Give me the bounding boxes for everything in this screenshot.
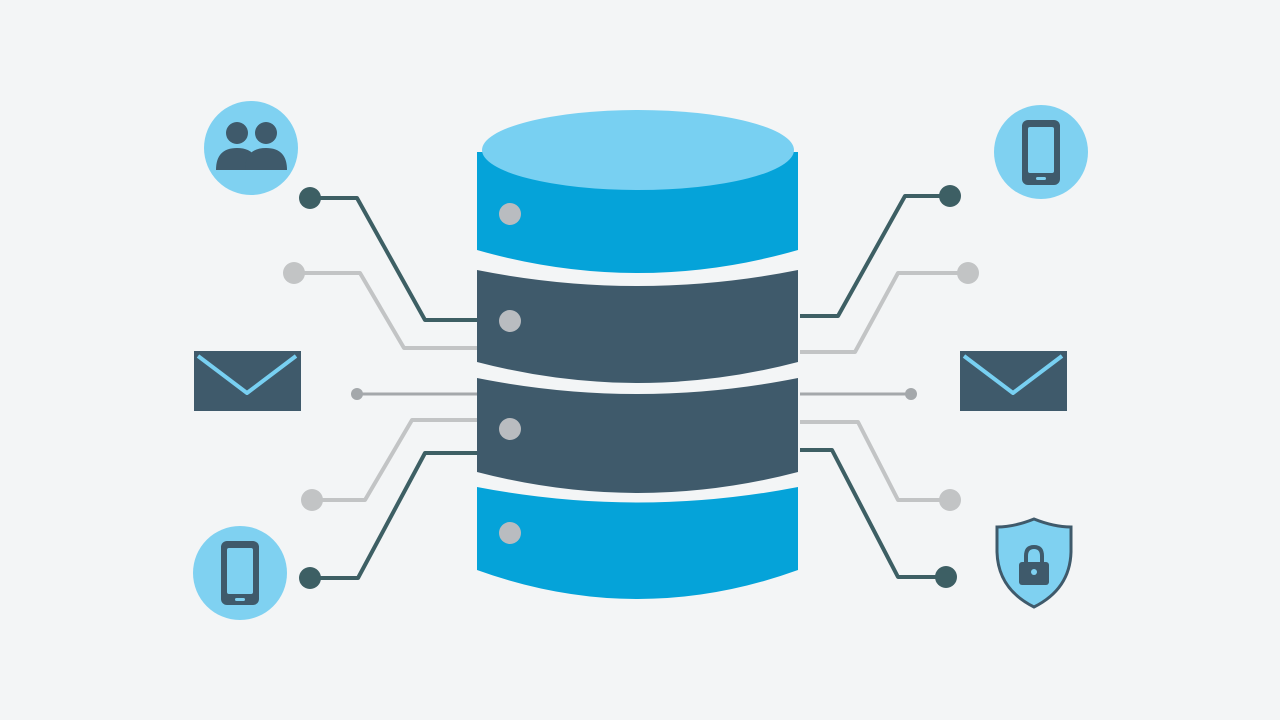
connector-right-bottom bbox=[800, 448, 957, 588]
connector-left-bottom bbox=[299, 451, 478, 589]
connector-right-lower bbox=[800, 420, 961, 511]
connector-left-top bbox=[299, 187, 478, 322]
padlock-shackle bbox=[1024, 544, 1044, 563]
db-indicator-light bbox=[499, 522, 521, 544]
email-icon-left bbox=[194, 351, 301, 411]
connector-left-lower bbox=[301, 418, 478, 511]
connectors bbox=[283, 185, 979, 589]
users-icon bbox=[204, 101, 298, 195]
connector-left-middle bbox=[351, 388, 478, 400]
connector-right-top bbox=[800, 185, 961, 318]
connector-right-upper bbox=[800, 262, 979, 354]
security-shield-icon bbox=[995, 517, 1073, 609]
db-indicator-light bbox=[499, 310, 521, 332]
db-segment-upper-middle bbox=[477, 270, 798, 383]
database-cylinder bbox=[477, 110, 798, 599]
db-top-cap bbox=[482, 110, 794, 190]
db-indicator-light bbox=[499, 418, 521, 440]
connector-left-upper bbox=[283, 262, 478, 350]
mobile-icon-right bbox=[994, 105, 1088, 199]
mobile-icon-left bbox=[193, 526, 287, 620]
connector-right-middle bbox=[800, 388, 917, 400]
db-indicator-light bbox=[499, 203, 521, 225]
db-segment-top bbox=[477, 110, 798, 273]
db-segment-bottom bbox=[477, 487, 798, 599]
email-icon-right bbox=[960, 351, 1067, 411]
db-segment-lower-middle bbox=[477, 378, 798, 493]
